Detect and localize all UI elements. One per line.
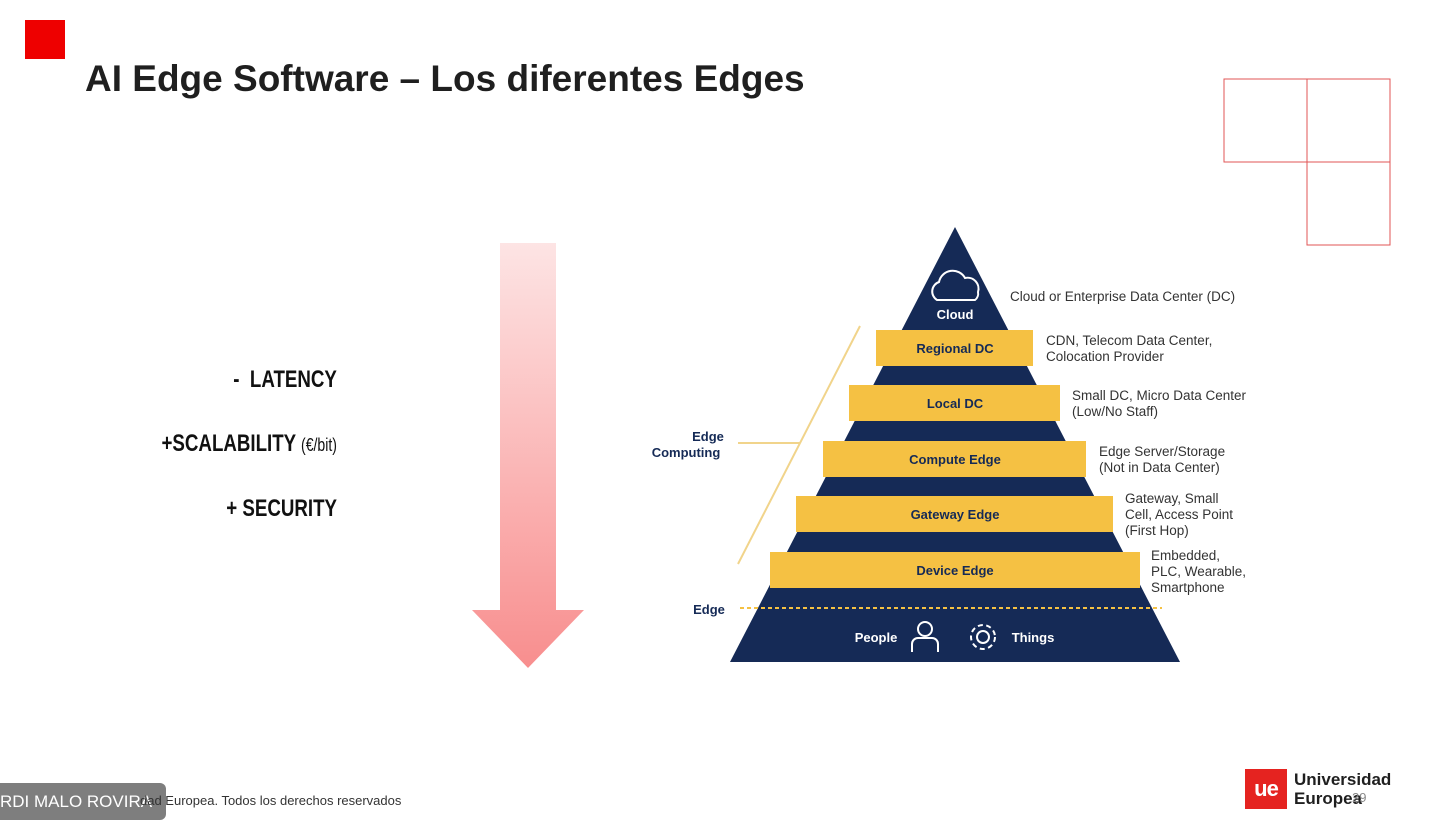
band-regional-dc xyxy=(876,330,1033,366)
layer-desc: CDN, Telecom Data Center, xyxy=(1046,333,1212,348)
layer-desc: Smartphone xyxy=(1151,580,1225,595)
red-square-decoration xyxy=(25,20,65,59)
layer-label: Gateway Edge xyxy=(911,507,1000,522)
edge-computing-label: Computing xyxy=(652,445,721,460)
gear-icon xyxy=(970,624,996,650)
footer-copyright: dad Europea. Todos los derechos reservad… xyxy=(140,793,402,808)
page-number: 29 xyxy=(1352,790,1367,805)
people-label: People xyxy=(855,630,898,645)
band-compute-edge xyxy=(823,441,1086,477)
university-name-line2: Europea xyxy=(1294,789,1363,808)
layer-label: Regional DC xyxy=(916,341,994,356)
metric-prefix: + xyxy=(161,430,173,457)
university-name: Universidad Europea xyxy=(1294,770,1391,808)
metric-security: + SECURITY xyxy=(226,495,337,523)
layer-desc: Colocation Provider xyxy=(1046,349,1164,364)
metric-scalability: +SCALABILITY (€/bit) xyxy=(162,430,337,458)
down-arrow-icon xyxy=(472,243,584,668)
bracket-line xyxy=(737,325,861,565)
layer-desc: Edge Server/Storage xyxy=(1099,444,1225,459)
cloud-icon xyxy=(931,269,980,301)
layer-desc: Gateway, Small xyxy=(1125,491,1219,506)
layer-label: Local DC xyxy=(927,396,984,411)
university-name-line1: Universidad xyxy=(1294,770,1392,789)
layer-desc: Embedded, xyxy=(1151,548,1220,563)
metric-latency: - LATENCY xyxy=(233,366,337,394)
person-icon xyxy=(911,621,939,652)
layer-label: Device Edge xyxy=(916,563,993,578)
metric-prefix: - xyxy=(233,366,240,393)
edge-label: Edge xyxy=(693,602,725,617)
edge-pyramid-diagram: Cloud Cloud or Enterprise Data Center (D… xyxy=(652,227,1247,662)
layer-desc: Small DC, Micro Data Center xyxy=(1072,388,1247,403)
band-gateway-edge xyxy=(796,496,1113,532)
cloud-label: Cloud xyxy=(937,307,974,322)
layer-desc: (Low/No Staff) xyxy=(1072,404,1158,419)
layer-label: Compute Edge xyxy=(909,452,1001,467)
layer-desc: PLC, Wearable, xyxy=(1151,564,1246,579)
metric-label: SECURITY xyxy=(242,495,337,522)
layer-desc: (Not in Data Center) xyxy=(1099,460,1220,475)
presenter-name-tag: RDI MALO ROVIRA xyxy=(0,783,166,820)
metric-prefix: + xyxy=(226,495,238,522)
metric-unit: (€/bit) xyxy=(301,435,337,455)
layer-desc: (First Hop) xyxy=(1125,523,1189,538)
things-label: Things xyxy=(1012,630,1055,645)
metric-label: LATENCY xyxy=(249,366,337,393)
university-logo-icon: ue xyxy=(1245,769,1287,809)
corner-grid-decoration xyxy=(1223,78,1391,246)
band-device-edge xyxy=(770,552,1140,588)
edge-computing-label: Edge xyxy=(692,429,724,444)
metric-label: SCALABILITY xyxy=(172,430,296,457)
cloud-desc: Cloud or Enterprise Data Center (DC) xyxy=(1010,289,1235,304)
slide-title: AI Edge Software – Los diferentes Edges xyxy=(85,58,805,99)
band-local-dc xyxy=(849,385,1060,421)
layer-desc: Cell, Access Point xyxy=(1125,507,1233,522)
